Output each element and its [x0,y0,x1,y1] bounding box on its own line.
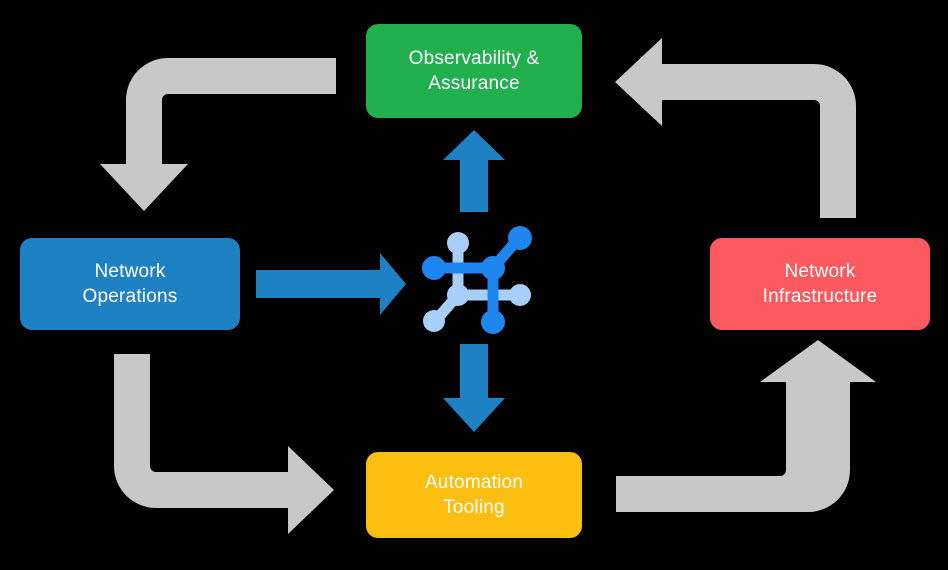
arrow-network-operations-to-center [256,253,406,315]
arrow-network-infrastructure-to-observability [615,38,856,218]
node-network-infrastructure-label: Network Infrastructure [762,260,878,307]
node-automation-tooling-label: Automation Tooling [424,471,524,518]
arrow-automation-tooling-to-network-infrastructure [616,340,876,512]
arrow-observability-to-network-operations [100,58,336,211]
node-network-infrastructure[interactable]: Network Infrastructure [710,238,930,330]
node-network-operations-label: Network Operations [82,260,178,307]
arrow-network-operations-to-automation-tooling [114,354,334,534]
node-observability-assurance[interactable]: Observability & Assurance [366,24,582,118]
node-network-operations[interactable]: Network Operations [20,238,240,330]
node-observability-assurance-label: Observability & Assurance [408,47,540,94]
arrow-center-to-observability [443,130,505,212]
arrow-center-to-automation-tooling [443,344,505,432]
node-automation-tooling[interactable]: Automation Tooling [366,452,582,538]
